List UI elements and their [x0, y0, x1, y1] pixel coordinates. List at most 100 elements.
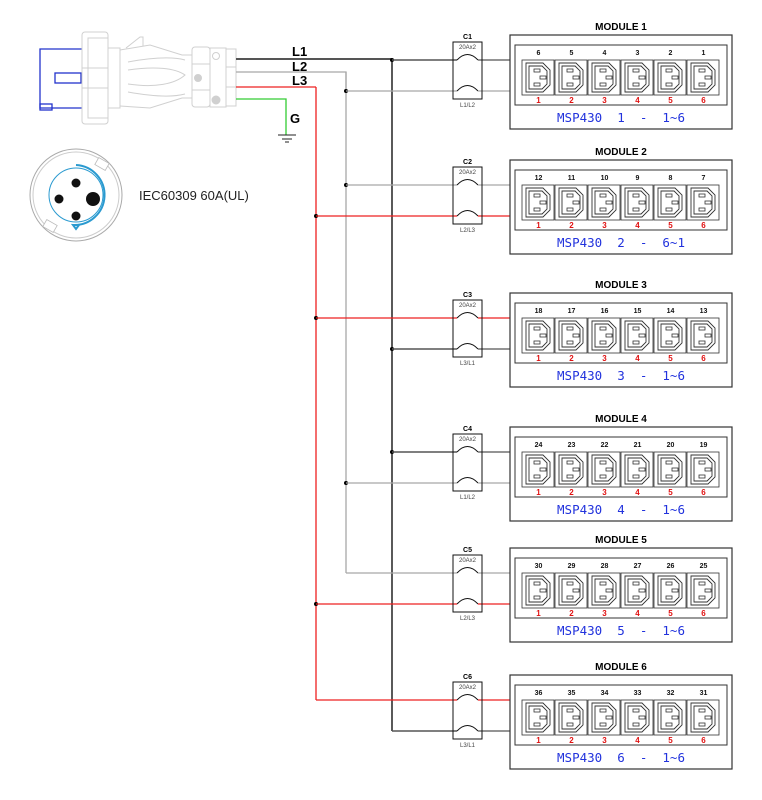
outlet-recess [528, 323, 548, 348]
outlet-slot [599, 460, 607, 465]
outlet-face [657, 702, 683, 733]
outlet-slot [599, 474, 607, 479]
outlet-number: 31 [700, 690, 708, 697]
outlet-face [690, 702, 716, 733]
outlet-recess [594, 190, 614, 215]
outlet-recess [660, 705, 680, 730]
outlet-slot [599, 68, 607, 73]
breaker-contact-icon [456, 54, 479, 61]
outlet-recess [561, 578, 581, 603]
port-index: 4 [635, 354, 640, 363]
outlet-number: 5 [570, 50, 574, 57]
outlet-recess [561, 323, 581, 348]
c13-outlet-icon [554, 317, 588, 354]
c13-outlet-icon [521, 317, 555, 354]
outlet: 301 [521, 563, 555, 618]
outlet-slot [665, 581, 673, 586]
breaker-contact-icon [456, 210, 479, 217]
outlet-recess [627, 323, 647, 348]
outlet-slot [533, 340, 541, 345]
outlet-ground-slot [671, 467, 679, 472]
outlet-panel [514, 557, 728, 619]
port-index: 6 [701, 488, 706, 497]
outlet-slot [632, 581, 640, 586]
breaker-id: C3 [463, 292, 472, 299]
outlet: 334 [620, 690, 654, 745]
outlet: 241 [521, 442, 555, 497]
inlet-plug-side-view [39, 31, 237, 125]
outlet-number: 12 [535, 175, 543, 182]
ground-symbol-icon [278, 134, 296, 143]
outlet-number: 30 [535, 563, 543, 570]
outlet-slot [566, 82, 574, 87]
outlet-number: 28 [601, 563, 609, 570]
c13-outlet-icon [686, 184, 720, 221]
outlet-number: 16 [601, 308, 609, 315]
port-index: 3 [602, 609, 607, 618]
outlet-number: 4 [603, 50, 607, 57]
port-index: 2 [569, 609, 574, 618]
outlet-number: 17 [568, 308, 576, 315]
outlet: 76 [686, 175, 720, 230]
c13-outlet-icon [620, 451, 654, 488]
outlet-ground-slot [704, 467, 712, 472]
outlet-face [690, 454, 716, 485]
outlet-slot [665, 207, 673, 212]
breaker-id: C2 [463, 159, 472, 166]
outlet-slot [566, 460, 574, 465]
c13-outlet-icon [521, 59, 555, 96]
outlet-slot [533, 68, 541, 73]
c13-outlet-icon [653, 184, 687, 221]
outlet-face [525, 62, 551, 93]
module-title: MODULE 3 [595, 280, 647, 291]
breaker-body [452, 299, 483, 358]
outlet-slot [599, 193, 607, 198]
outlet-slot [533, 460, 541, 465]
breaker-id: C5 [463, 547, 472, 554]
port-index: 3 [602, 96, 607, 105]
outlet-recess [528, 457, 548, 482]
outlet-ground-slot [539, 333, 547, 338]
outlet-ground-slot [638, 333, 646, 338]
outlet: 274 [620, 563, 654, 618]
port-index: 3 [602, 488, 607, 497]
outlet-slot [632, 474, 640, 479]
outlet-ground-slot [605, 333, 613, 338]
outlet-ground-slot [638, 588, 646, 593]
outlet-slot [533, 193, 541, 198]
c13-outlet-icon [686, 572, 720, 609]
outlet-face [591, 575, 617, 606]
outlet-ground-slot [539, 467, 547, 472]
outlet-slot [665, 595, 673, 600]
outlet-ground-slot [605, 75, 613, 80]
outlet-slot [599, 82, 607, 87]
outlet-recess [693, 705, 713, 730]
c13-outlet-icon [653, 451, 687, 488]
phase-label-l3: L3 [292, 73, 307, 88]
outlet-slot [698, 722, 706, 727]
outlet-face [624, 62, 650, 93]
outlet-face [558, 187, 584, 218]
outlet-face [690, 187, 716, 218]
outlet-recess [528, 190, 548, 215]
outlet-face [525, 575, 551, 606]
outlet-ground-slot [638, 467, 646, 472]
breaker-body [452, 433, 483, 492]
outlet-slot [698, 581, 706, 586]
outlet-number: 29 [568, 563, 576, 570]
port-index: 2 [569, 354, 574, 363]
outlet-number: 19 [700, 442, 708, 449]
outlet-slot [632, 722, 640, 727]
outlet-recess [693, 457, 713, 482]
pin-l1-icon [71, 178, 81, 188]
outlet-slot [566, 207, 574, 212]
outlet-slot [566, 68, 574, 73]
outlet: 29 2 [554, 563, 588, 618]
outlet-slot [632, 595, 640, 600]
c13-outlet-icon [554, 184, 588, 221]
outlet-face [558, 320, 584, 351]
port-index: 1 [536, 221, 541, 230]
breaker-id: C6 [463, 674, 472, 681]
